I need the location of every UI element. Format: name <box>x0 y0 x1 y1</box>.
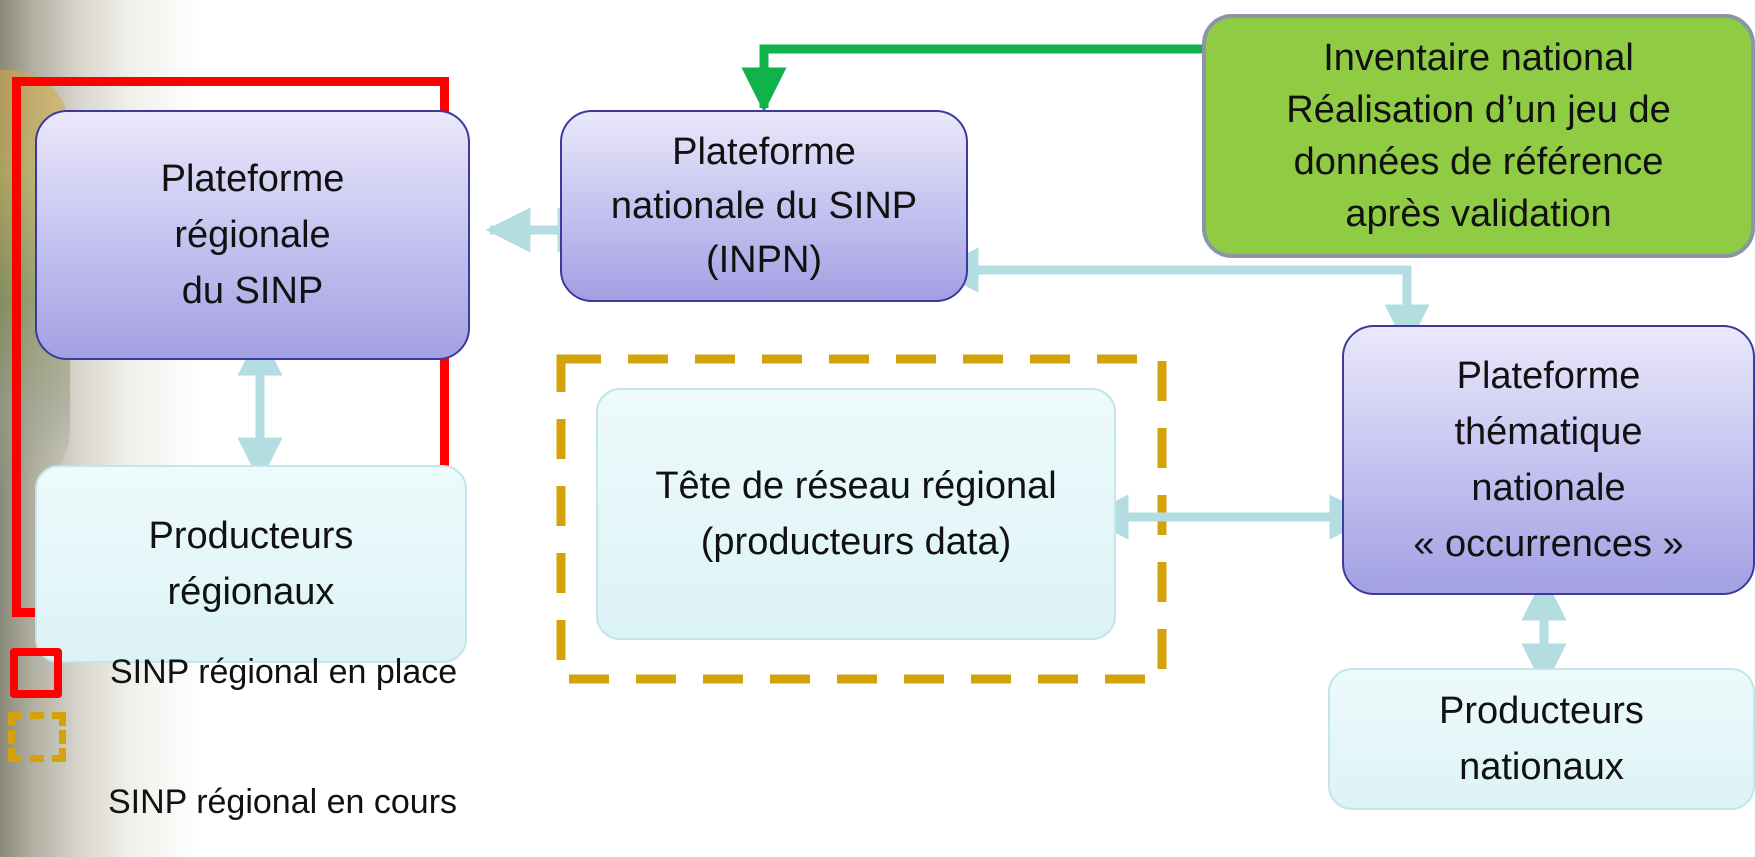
box-inventaire-national: Inventaire national Réalisation d’un jeu… <box>1202 14 1755 258</box>
box-inventaire-national-label: Inventaire national Réalisation d’un jeu… <box>1286 37 1671 235</box>
arrow-national-thematic <box>933 247 1430 350</box>
box-plateforme-thematique-label: Plateforme thématique nationale « occurr… <box>1413 355 1684 565</box>
box-producteurs-regionaux-label: Producteurs régionaux <box>148 515 354 613</box>
box-plateforme-nationale-label: Plateforme nationale du SINP (INPN) <box>610 131 918 281</box>
legend-in-progress-label: SINP régional en cours <box>108 783 458 821</box>
box-producteurs-nationaux-label: Producteurs nationaux <box>1439 690 1644 788</box>
box-plateforme-regionale: Plateforme régionale du SINP <box>35 110 470 360</box>
legend-swatch-in-progress <box>8 712 66 762</box>
box-plateforme-regionale-label: Plateforme régionale du SINP <box>160 158 345 312</box>
legend-swatch-in-place <box>10 648 62 698</box>
box-tete-reseau-label: Tête de réseau régional (producteurs dat… <box>655 465 1057 563</box>
box-plateforme-thematique: Plateforme thématique nationale « occurr… <box>1342 325 1755 595</box>
box-plateforme-nationale: Plateforme nationale du SINP (INPN) <box>560 110 968 302</box>
box-producteurs-regionaux: Producteurs régionaux <box>35 465 467 663</box>
legend-in-place-label: SINP régional en place <box>110 653 458 691</box>
arrow-national-inventaire <box>741 26 1288 113</box>
box-tete-reseau: Tête de réseau régional (producteurs dat… <box>596 388 1116 640</box>
box-producteurs-nationaux: Producteurs nationaux <box>1328 668 1755 810</box>
